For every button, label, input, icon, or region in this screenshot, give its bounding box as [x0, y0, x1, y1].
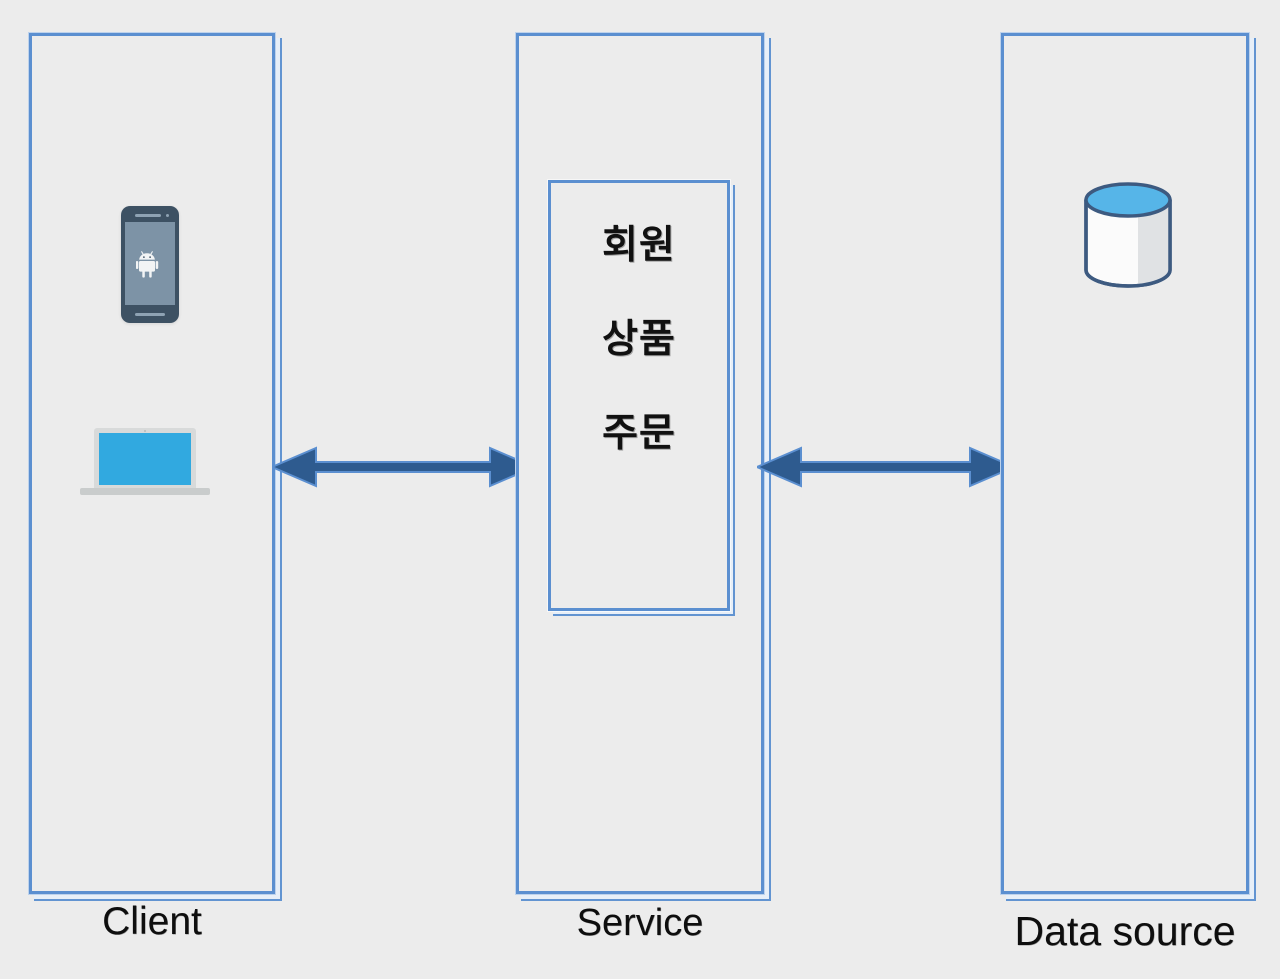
client-service-arrow	[269, 444, 537, 490]
service-item-order[interactable]: 주문	[602, 412, 676, 455]
database-icon	[1084, 182, 1172, 288]
service-inner-box[interactable]	[547, 179, 731, 612]
phone-speaker-icon	[135, 214, 161, 217]
laptop-screen	[99, 433, 191, 485]
service-data-source-arrow	[754, 444, 1017, 490]
client-column-caption: Client	[102, 900, 202, 943]
phone-camera-icon	[166, 214, 169, 217]
service-items-list: 회원 상품 주문	[548, 180, 730, 611]
phone-screen	[125, 222, 175, 305]
service-column-caption: Service	[576, 902, 704, 944]
database-cylinder-icon	[1080, 180, 1176, 290]
laptop-base	[80, 488, 210, 495]
laptop-icon	[80, 428, 210, 498]
service-item-product[interactable]: 상품	[602, 318, 676, 361]
phone-home-bar-icon	[135, 313, 165, 316]
data-source-column-caption: Data source	[1014, 908, 1236, 954]
android-robot-icon	[136, 250, 159, 278]
android-phone-icon	[121, 206, 179, 323]
double-headed-arrow-icon	[269, 446, 537, 488]
laptop-lid	[94, 428, 196, 488]
laptop-camera-icon	[144, 430, 146, 432]
data-source-column[interactable]	[1000, 32, 1250, 895]
service-item-member[interactable]: 회원	[602, 224, 676, 267]
double-headed-arrow-icon	[754, 446, 1017, 488]
